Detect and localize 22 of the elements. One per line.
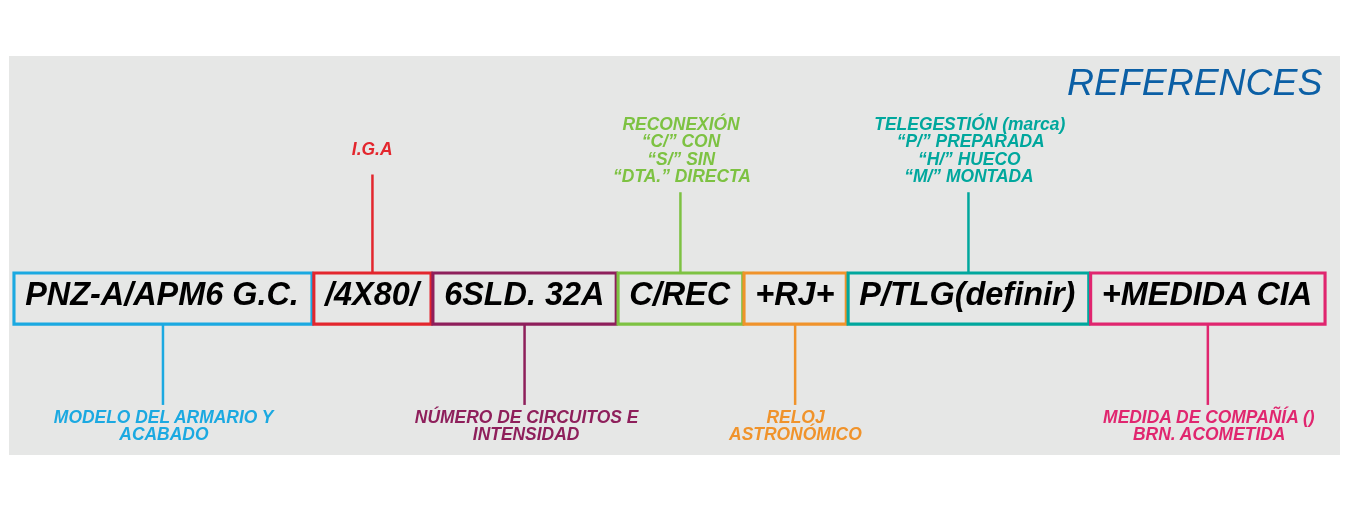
node-text: MEDIDA DE COMPAÑÍA () BRN. ACOMETIDA	[1103, 406, 1315, 444]
node-text: I.G.A	[351, 138, 393, 159]
node-text: RELOJ ASTRONÓMICO	[729, 406, 862, 444]
connector	[967, 191, 970, 273]
connector	[1206, 323, 1210, 405]
node-box: +RJ+	[742, 270, 848, 326]
node-box: /4X80/	[312, 270, 433, 326]
connector	[371, 174, 374, 273]
connector	[679, 191, 682, 273]
node-box: P/TLG(definir)	[846, 270, 1091, 326]
connector	[793, 323, 797, 405]
node-box: 6SLD. 32A	[431, 270, 618, 326]
node-box: C/REC	[616, 270, 745, 326]
connector	[161, 323, 165, 405]
node-text: RECONEXIÓN “C/” CON “S/” SIN “DTA.” DIRECTA	[613, 113, 751, 186]
node-box: +MEDIDA CIA	[1089, 270, 1327, 326]
node-text: NÚMERO DE CIRCUITOS E INTENSIDAD	[414, 406, 639, 444]
connector	[523, 323, 526, 405]
diagram-title: REFERENCES	[1066, 60, 1323, 103]
node-text: TELEGESTIÓN (marca) “P/” PREPARADA “H/” HUECO “M/” MONTADA	[874, 113, 1066, 186]
node-box: PNZ-A/APM6 G.C.	[12, 270, 314, 326]
node-text: MODELO DEL ARMARIO Y ACABADO	[53, 406, 274, 444]
